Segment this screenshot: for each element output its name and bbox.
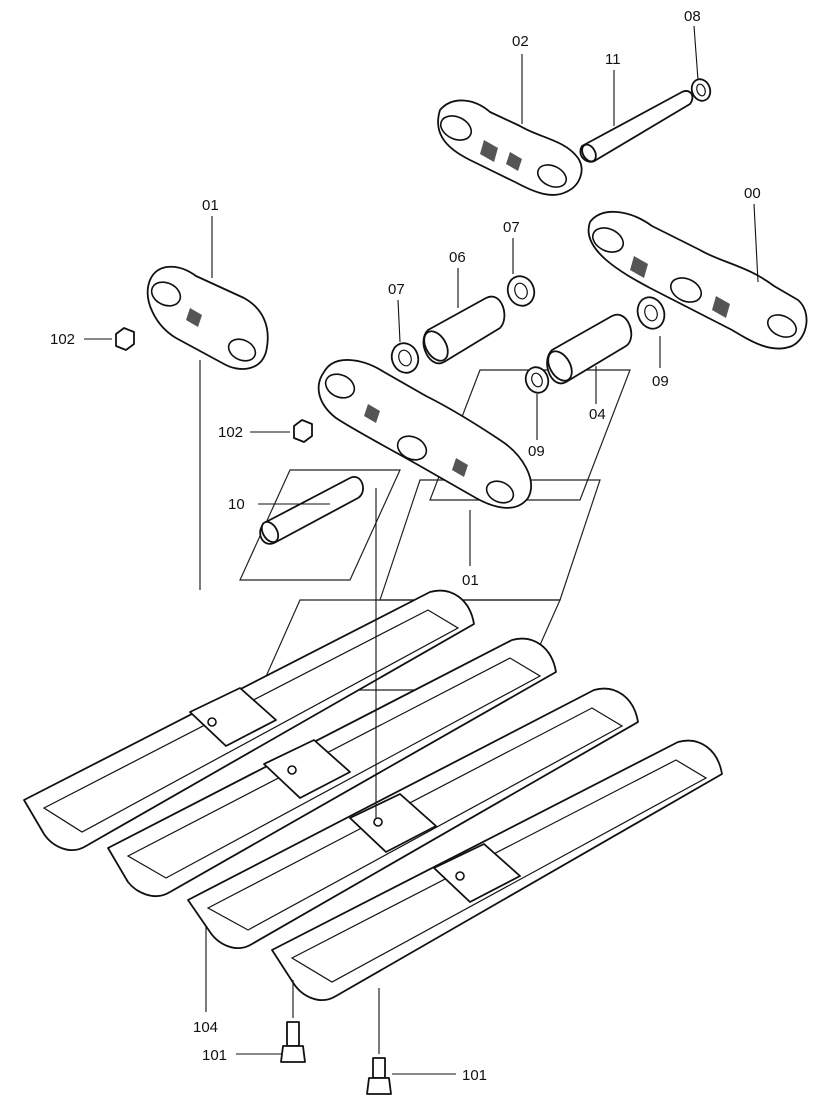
callout-08: 08 [684,8,701,25]
callout-01-bottom: 01 [462,572,479,589]
pin-11 [579,90,694,163]
callout-09-right: 09 [652,373,669,390]
callout-labels: 02 11 08 00 01 06 07 07 09 04 09 10 102 … [50,8,761,1084]
bolt-101-right [366,1057,392,1095]
callout-11: 11 [605,51,621,68]
callout-104: 104 [193,1019,218,1036]
nut-102-mid [293,419,313,443]
callout-06: 06 [449,249,466,266]
seal-07-left [390,342,420,374]
callout-102-top: 102 [50,331,75,348]
link-02 [437,99,583,196]
link-01-upper [146,265,269,370]
callout-101-left: 101 [202,1047,227,1064]
seal-07-right [506,275,536,307]
callout-101-right: 101 [462,1067,487,1084]
track-shoe-104 [23,589,723,1001]
leader-lines [84,25,759,1075]
callout-07-right: 07 [503,219,520,236]
nut-102-top [115,327,135,351]
bushing-04 [546,313,633,385]
link-00 [587,210,808,350]
bushing-06 [422,295,506,365]
callout-102-mid: 102 [218,424,243,441]
bolt-101-left [280,1021,306,1063]
callout-07-left: 07 [388,281,405,298]
callout-02: 02 [512,33,529,50]
pin-10 [259,476,364,545]
snap-ring-08 [690,78,712,102]
callout-00: 00 [744,185,761,202]
seal-09-right [636,296,666,330]
callout-01-top: 01 [202,197,219,214]
callout-04: 04 [589,406,606,423]
callout-10: 10 [228,496,245,513]
seal-09-left [524,366,550,394]
callout-09-left: 09 [528,443,545,460]
link-assembly-center [317,359,532,509]
